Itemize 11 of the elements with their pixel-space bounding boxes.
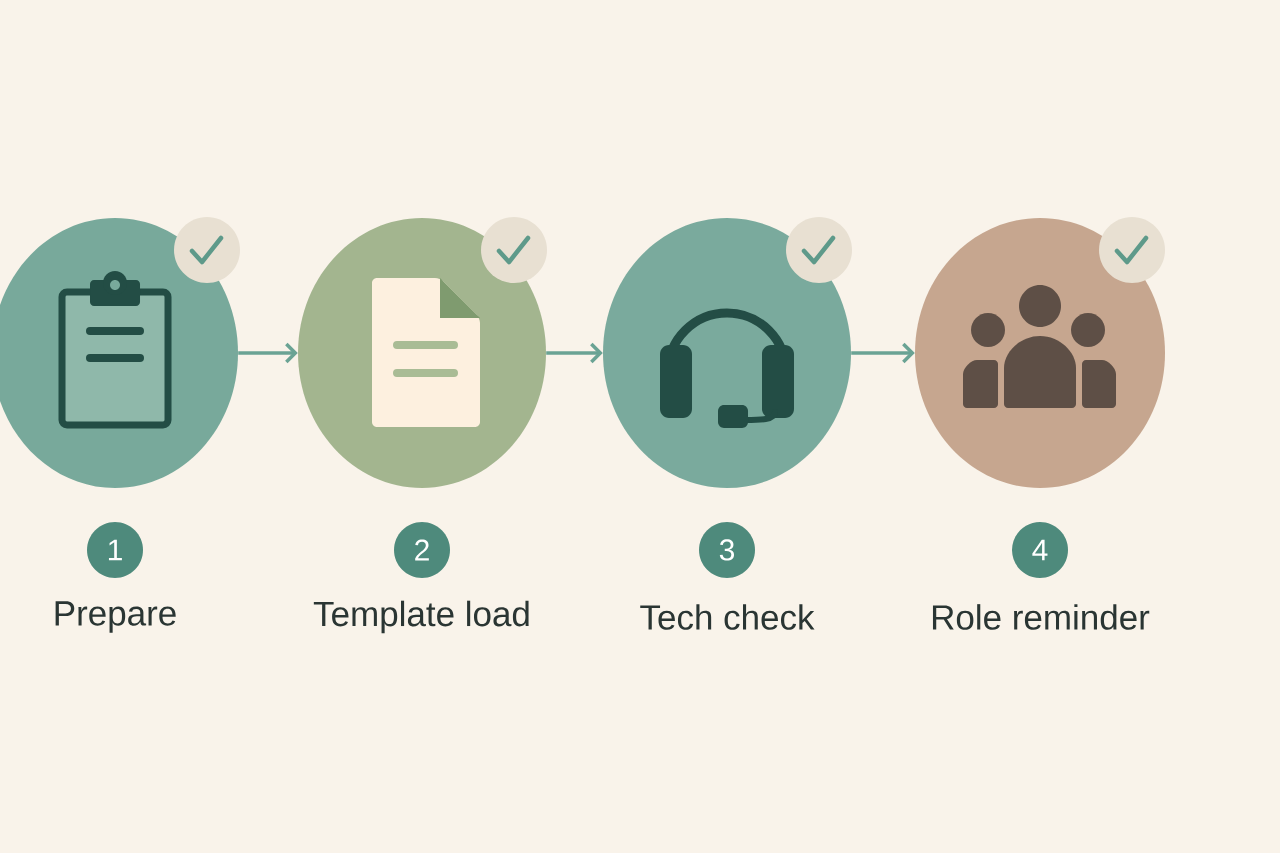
step-number: 2 [394,522,450,578]
step-label: Template load [313,600,529,634]
arrow [546,342,603,364]
step-number: 3 [699,522,755,578]
step-number: 4 [1012,522,1068,578]
step-number: 1 [87,522,143,578]
arrow [851,342,915,364]
arrow [238,342,298,364]
step-label: Prepare [55,601,176,633]
step-label: Tech check [640,604,815,630]
step-label: Role reminder [932,604,1150,630]
